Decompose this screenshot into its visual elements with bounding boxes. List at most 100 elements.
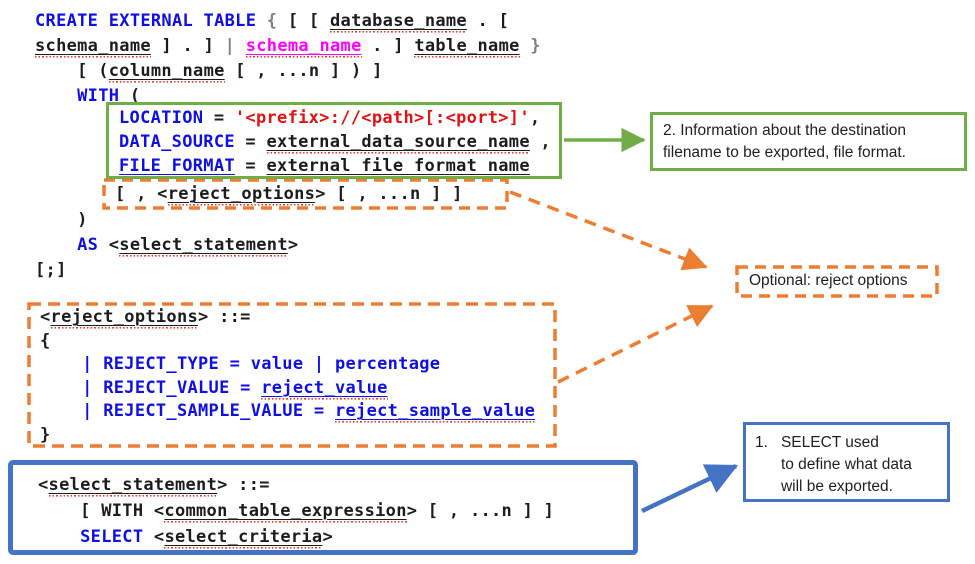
code-token: =	[234, 132, 267, 152]
code-token: > ::=	[217, 475, 270, 495]
code-line: FILE FORMAT = external file format name	[119, 154, 551, 178]
select-arrow	[641, 463, 739, 514]
code-token: SELECT	[80, 527, 144, 547]
code-line: [;]	[35, 258, 298, 283]
code-token: =	[203, 108, 235, 128]
code-token	[35, 235, 77, 255]
code-line: schema_name ] . ] | schema_name . ] tabl…	[35, 34, 541, 59]
code-token: table_name	[414, 36, 520, 58]
reject-options-definition-code: <reject_options> ::={ | REJECT_TYPE = va…	[40, 306, 536, 448]
reject-options-inline-code: [ , <reject_options> [ , ...n ] ]	[115, 182, 463, 207]
code-line: CREATE EXTERNAL TABLE { [ [ database_nam…	[35, 9, 541, 34]
code-token: reject_sample_value	[334, 401, 536, 423]
code-token: ] . ]	[150, 36, 225, 56]
code-token: | REJECT_VALUE =	[40, 377, 262, 398]
code-token: database_name	[330, 11, 467, 33]
code-token: LOCATION	[119, 108, 204, 128]
code-token: [ WITH <	[38, 501, 165, 521]
callout-select-text: SELECT used to define what data will be …	[780, 432, 912, 495]
callout-select-line: SELECT used	[780, 434, 879, 451]
code-token: =	[234, 156, 267, 176]
code-token: select_statement	[48, 475, 218, 497]
code-token: [;]	[35, 260, 67, 280]
code-line: )	[35, 208, 298, 233]
code-token: select_statement	[119, 235, 288, 257]
code-line: LOCATION = '<prefix>://<path>[:<port>]',	[119, 106, 551, 130]
select-statement-highlight: <select_statement> ::= [ WITH <common_ta…	[8, 460, 638, 555]
code-token: reject_options	[167, 184, 316, 206]
code-token	[235, 36, 246, 56]
callout-select-line: will be exported.	[780, 478, 893, 495]
callout-select-line: to define what data	[780, 456, 912, 473]
code-line: [ WITH <common_table_expression> [ , ...…	[38, 498, 554, 524]
code-token: FILE FORMAT	[119, 156, 235, 176]
code-token: . [	[466, 11, 510, 31]
code-line: <select_statement> ::=	[38, 472, 554, 498]
callout-optional-reject: Optional: reject options	[736, 266, 938, 297]
code-token: {	[40, 330, 51, 351]
code-token: reject_options	[50, 307, 199, 329]
code-line: [ , <reject_options> [ , ...n ] ]	[115, 182, 463, 207]
code-token: (	[119, 86, 141, 106]
code-line: SELECT <select_criteria>	[38, 524, 554, 550]
callout-select-info: 1. SELECT used to define what data will …	[743, 422, 950, 502]
code-token: > [ , ...n ] ]	[315, 184, 463, 204]
code-token: }	[40, 424, 51, 445]
code-token: > ::=	[198, 307, 251, 327]
code-token	[35, 86, 77, 106]
code-token: select_criteria	[164, 527, 323, 549]
select-statement-definition-code: <select_statement> ::= [ WITH <common_ta…	[38, 472, 554, 550]
code-token: schema_name	[35, 36, 151, 58]
code-token: {	[256, 11, 278, 31]
code-token: <	[98, 235, 120, 255]
code-token: ,	[529, 132, 551, 152]
code-token: AS	[77, 235, 99, 255]
location-clause-highlight: LOCATION = '<prefix>://<path>[:<port>]',…	[106, 102, 562, 179]
code-token: external file format name	[266, 156, 530, 176]
reject-arrow-bottom	[557, 304, 714, 384]
callout-optional-reject-text: Optional: reject options	[749, 272, 908, 289]
code-token: | REJECT_TYPE = value | percentage	[40, 354, 441, 374]
code-line: [ (column_name [ , ...n ] ) ]	[35, 59, 541, 84]
create-external-table-syntax: CREATE EXTERNAL TABLE { [ [ database_nam…	[35, 9, 541, 109]
code-line: | REJECT_TYPE = value | percentage	[40, 353, 535, 377]
as-select-statement-code: ) AS <select_statement>[;]	[35, 208, 298, 283]
code-token: <	[38, 475, 49, 495]
code-line: <reject_options> ::=	[40, 306, 535, 330]
code-token: }	[519, 36, 541, 56]
code-token: reject_value	[261, 377, 388, 400]
code-token: WITH	[77, 86, 120, 106]
location-clause-code: LOCATION = '<prefix>://<path>[:<port>]',…	[119, 106, 551, 178]
code-token: common_table_expression	[164, 501, 407, 523]
code-token: [ , ...n ] ) ]	[224, 61, 383, 81]
code-token: CREATE EXTERNAL TABLE	[35, 11, 257, 31]
code-line: WITH (	[35, 84, 541, 109]
code-line: {	[40, 330, 535, 354]
code-token: >	[287, 235, 299, 255]
code-line: AS <select_statement>	[35, 233, 298, 258]
code-token: '<prefix>://<path>[:<port>]'	[234, 108, 530, 128]
code-token: > [ , ...n ] ]	[406, 501, 555, 521]
code-line: }	[40, 424, 535, 448]
code-line: | REJECT_VALUE = reject_value	[40, 377, 535, 401]
code-token: | REJECT_SAMPLE_VALUE =	[40, 401, 335, 421]
code-token: column_name	[108, 61, 225, 83]
code-token: [ , <	[115, 184, 168, 204]
code-line: | REJECT_SAMPLE_VALUE = reject_sample_va…	[40, 400, 536, 424]
code-token: |	[224, 36, 236, 56]
code-token: <	[40, 307, 51, 327]
code-token: external_data_source_name	[266, 132, 530, 154]
code-token	[38, 527, 80, 547]
code-token: ,	[529, 108, 541, 128]
code-token: <	[143, 527, 165, 547]
code-token: )	[35, 210, 88, 230]
code-token: >	[322, 527, 334, 547]
callout-destination-info: 2. Information about the destination fil…	[650, 112, 967, 171]
reject-arrow-top	[509, 190, 708, 271]
code-line: DATA_SOURCE = external_data_source_name …	[119, 130, 551, 154]
callout-select-number: 1.	[755, 434, 768, 451]
callout-destination-text: 2. Information about the destination fil…	[663, 122, 906, 161]
code-token: schema_name	[245, 36, 362, 58]
code-token: [ [	[277, 11, 330, 31]
